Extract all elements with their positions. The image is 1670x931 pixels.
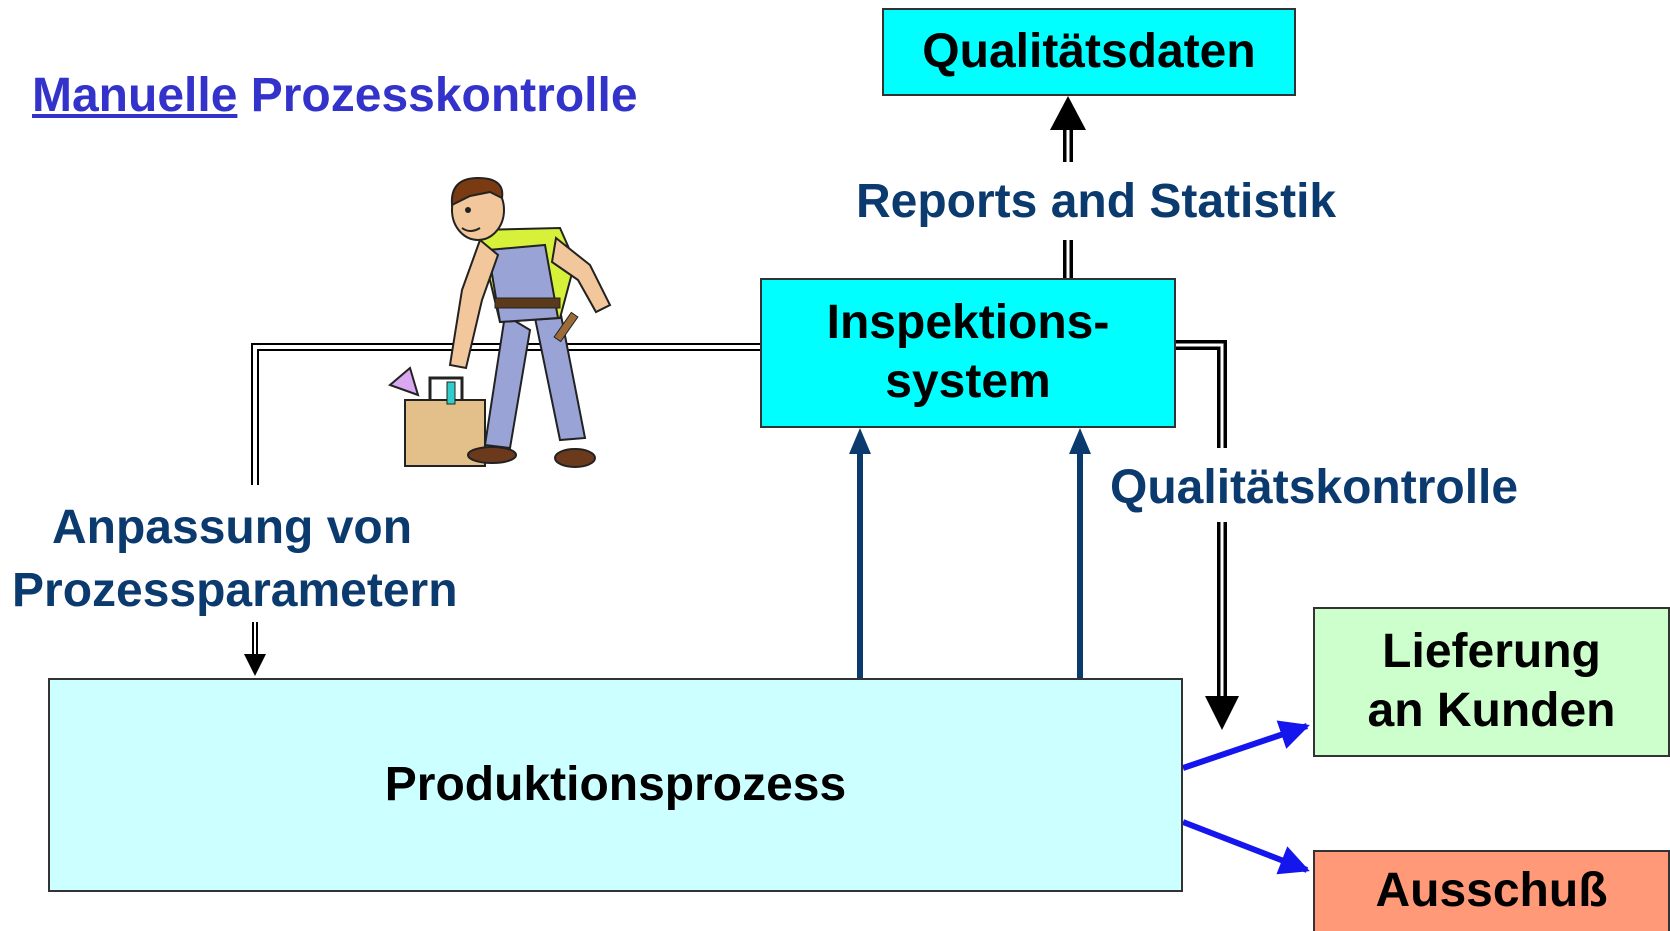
ausschuss-label: Ausschuß bbox=[1375, 864, 1608, 918]
qualitaetskontrolle-label: Qualitätskontrolle bbox=[1110, 461, 1519, 514]
page-title: Manuelle Prozesskontrolle bbox=[32, 68, 638, 123]
anpassung-label-line1: Anpassung von bbox=[52, 501, 413, 554]
arrow-qualitaetskontrolle bbox=[1176, 340, 1239, 730]
qualitaetsdaten-label: Qualitätsdaten bbox=[922, 24, 1256, 78]
arrow-to-qualitaetsdaten bbox=[1050, 96, 1086, 278]
qualitaetsdaten-box: Qualitätsdaten bbox=[882, 8, 1296, 96]
anpassung-label-line2: Prozessparametern bbox=[12, 564, 458, 617]
arrow-produktion-to-inspektion-right bbox=[1069, 428, 1091, 678]
ausschuss-box: Ausschuß bbox=[1313, 850, 1670, 931]
title-rest: Prozesskontrolle bbox=[237, 69, 638, 122]
reports-label: Reports and Statistik bbox=[856, 175, 1337, 228]
produktionsprozess-box: Produktionsprozess bbox=[48, 678, 1183, 892]
inspektion-label-line2: system bbox=[885, 355, 1051, 408]
title-underlined: Manuelle bbox=[32, 69, 238, 122]
inspektionssystem-box: Inspektions- system bbox=[760, 278, 1176, 428]
arrow-to-ausschuss bbox=[1181, 819, 1310, 875]
arrow-produktion-to-inspektion-left bbox=[849, 428, 871, 678]
inspektion-label-line1: Inspektions- bbox=[826, 296, 1110, 350]
lieferung-box: Lieferung an Kunden bbox=[1313, 607, 1670, 757]
worker-with-toolbox-icon bbox=[388, 176, 612, 468]
arrow-to-lieferung bbox=[1182, 720, 1310, 771]
lieferung-label-line2: an Kunden bbox=[1367, 684, 1616, 737]
lieferung-label-line1: Lieferung bbox=[1382, 625, 1601, 679]
produktionsprozess-label: Produktionsprozess bbox=[384, 757, 847, 811]
feedback-line-anpassung bbox=[244, 343, 760, 676]
